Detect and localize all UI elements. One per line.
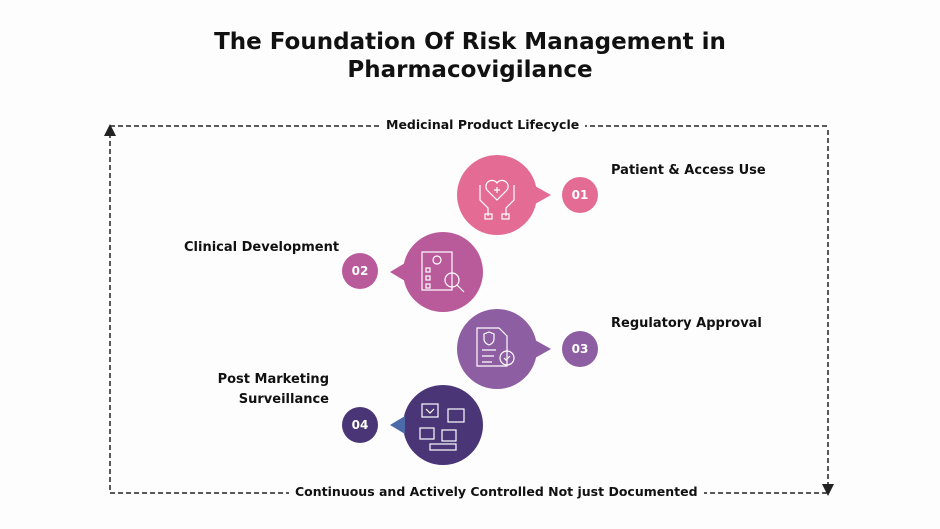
lifecycle-frame: [104, 124, 834, 496]
title-line-2: Pharmacovigilance: [347, 57, 593, 83]
step-number: 04: [352, 418, 369, 432]
step-number: 01: [572, 188, 589, 202]
top-label: Medicinal Product Lifecycle: [380, 117, 586, 132]
step-04-label-line1: Post Marketing: [217, 372, 329, 387]
title-line-1: The Foundation Of Risk Management in: [214, 29, 726, 55]
step-number: 03: [572, 342, 589, 356]
step-02: 02: [342, 232, 483, 312]
step-04-label-line2: Surveillance: [238, 392, 329, 407]
page-title: The Foundation Of Risk Management in Pha…: [0, 28, 940, 84]
document-search-icon: [421, 251, 465, 293]
hands-heart-icon: [479, 179, 515, 220]
step-04-label: Post Marketing Surveillance: [218, 370, 329, 410]
step-01-label: Patient & Access Use: [611, 163, 766, 178]
step-04: 04: [342, 385, 483, 465]
social-feedback-icon: [419, 403, 465, 451]
step-number: 02: [352, 264, 369, 278]
step-02-label: Clinical Development: [184, 240, 340, 255]
step-03: 03: [457, 309, 598, 389]
bottom-label: Continuous and Actively Controlled Not j…: [289, 484, 704, 499]
certificate-icon: [476, 327, 515, 367]
step-03-label: Regulatory Approval: [611, 316, 762, 331]
step-01: 01: [457, 155, 598, 235]
